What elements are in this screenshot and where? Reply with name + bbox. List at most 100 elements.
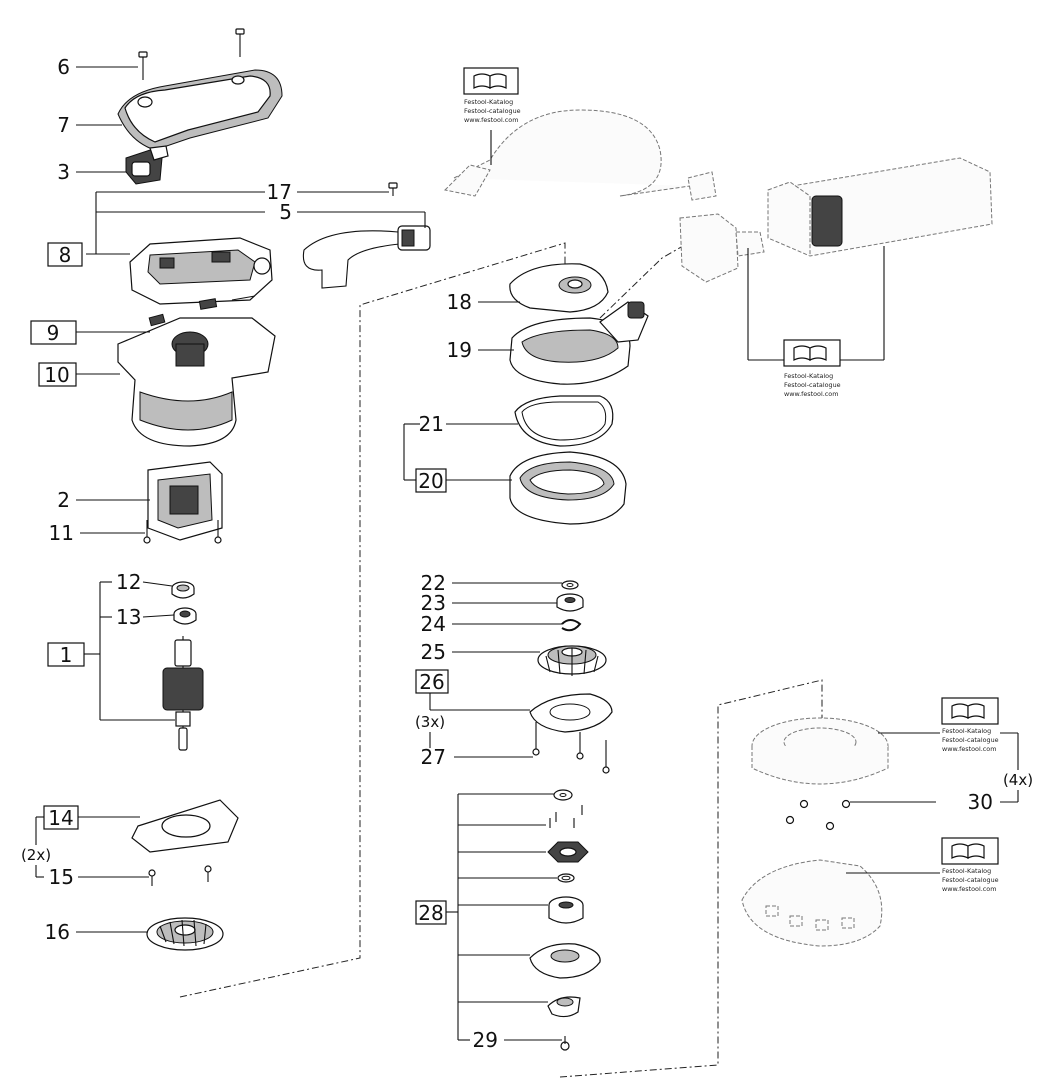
svg-text:Festool-catalogue: Festool-catalogue	[942, 876, 999, 884]
part-25-fan	[537, 645, 607, 676]
label-30: 30	[968, 790, 993, 814]
part-15-screws	[148, 865, 212, 886]
svg-text:www.festool.com: www.festool.com	[942, 745, 996, 753]
catalog-text-2: Festool-Katalog Festool-catalogue www.fe…	[784, 372, 841, 398]
part-24-circlip	[561, 619, 582, 632]
part-17-screw	[388, 182, 398, 196]
part-26-plate	[529, 693, 613, 733]
part-3-switch	[125, 145, 169, 185]
label-3: 3	[57, 160, 70, 184]
leader-lines	[35, 66, 1019, 1041]
svg-text:Festool-Katalog: Festool-Katalog	[942, 727, 991, 735]
qty-4x: (4x)	[1003, 771, 1033, 789]
label-25: 25	[421, 640, 446, 664]
part-6-screw-2	[235, 28, 245, 57]
label-14: 14	[48, 806, 73, 830]
part-16-fan	[146, 917, 224, 951]
part-18-cover-plate	[509, 263, 609, 313]
svg-text:www.festool.com: www.festool.com	[784, 390, 838, 398]
box-14	[43, 805, 79, 830]
label-21: 21	[419, 412, 444, 436]
qty-3x: (3x)	[415, 713, 445, 731]
box-20	[415, 468, 447, 493]
part-10-motor-housing	[117, 317, 276, 447]
label-24: 24	[421, 612, 446, 636]
part-30-screws	[785, 799, 851, 831]
box-1	[47, 642, 85, 667]
catalog-text-3: Festool-Katalog Festool-catalogue www.fe…	[942, 727, 999, 753]
qty-2x: (2x)	[21, 846, 51, 864]
part-5-cable-connector	[302, 225, 431, 289]
label-16: 16	[45, 920, 70, 944]
part-30-sanding-pad-ghost	[751, 717, 889, 785]
svg-text:www.festool.com: www.festool.com	[942, 885, 996, 893]
label-8: 8	[59, 243, 72, 267]
label-26: 26	[419, 670, 444, 694]
label-20: 20	[418, 469, 443, 493]
label-10: 10	[44, 363, 69, 387]
label-29: 29	[473, 1028, 498, 1052]
box-9	[30, 320, 77, 345]
svg-text:Festool-Katalog: Festool-Katalog	[942, 867, 991, 875]
svg-text:Festool-catalogue: Festool-catalogue	[942, 736, 999, 744]
catalog-book-icon	[463, 67, 519, 95]
part-19-base-housing	[509, 301, 649, 385]
part-6-screw	[138, 51, 148, 80]
assembly-dash-lines	[179, 241, 823, 1078]
svg-text:Festool-catalogue: Festool-catalogue	[464, 107, 521, 115]
part-13-bearing	[173, 607, 197, 625]
box-10	[38, 362, 77, 387]
part-8-housing-top	[129, 237, 273, 305]
label-1: 1	[60, 643, 73, 667]
pad-protector-ghost	[741, 859, 883, 947]
part-20-base-ring	[509, 451, 627, 525]
part-22-washer	[561, 580, 579, 590]
label-27: 27	[421, 745, 446, 769]
label-12: 12	[116, 570, 141, 594]
label-9: 9	[47, 321, 60, 345]
label-28: 28	[418, 901, 443, 925]
label-18: 18	[447, 290, 472, 314]
part-29-screw	[560, 1036, 570, 1051]
catalog-book-icon	[941, 697, 999, 725]
part-7-top-cover	[117, 69, 283, 151]
label-2: 2	[57, 488, 70, 512]
part-9-brush-holders	[148, 295, 256, 327]
part-21-seal-ring	[514, 395, 614, 447]
label-23: 23	[421, 591, 446, 615]
label-22: 22	[421, 571, 446, 595]
label-5: 5	[279, 200, 292, 224]
quantity-labels: (2x) (3x) (4x)	[21, 713, 1033, 864]
box-8	[47, 242, 83, 267]
power-cable-ghost	[443, 109, 717, 201]
catalog-text-1: Festool-Katalog Festool-catalogue www.fe…	[464, 98, 521, 124]
battery-pack-ghost	[767, 157, 993, 257]
svg-text:Festool-Katalog: Festool-Katalog	[784, 372, 833, 380]
label-7: 7	[57, 113, 70, 137]
part-23-bearing	[556, 593, 584, 612]
box-26	[415, 669, 449, 694]
catalog-book-icon	[783, 339, 841, 367]
label-11: 11	[49, 521, 74, 545]
svg-text:www.festool.com: www.festool.com	[464, 116, 518, 124]
part-27-screws	[532, 722, 610, 774]
part-number-labels: 6 7 3 17 5 8 9 10 2 11 12 13 1 14 15 16 …	[44, 55, 993, 1052]
label-19: 19	[447, 338, 472, 362]
part-28-components	[529, 789, 601, 1018]
part-1-armature	[162, 636, 204, 751]
part-12-bearing	[171, 581, 195, 599]
catalog-text-4: Festool-Katalog Festool-catalogue www.fe…	[942, 867, 999, 893]
label-15: 15	[49, 865, 74, 889]
part-14-plate	[131, 799, 239, 853]
part-2-stator	[147, 461, 223, 541]
part-11-screws	[143, 520, 222, 544]
label-17: 17	[267, 180, 292, 204]
svg-text:Festool-Katalog: Festool-Katalog	[464, 98, 513, 106]
adapter-housing	[679, 213, 765, 283]
svg-text:Festool-catalogue: Festool-catalogue	[784, 381, 841, 389]
box-28	[415, 900, 447, 925]
label-13: 13	[116, 605, 141, 629]
catalog-book-icon	[941, 837, 999, 865]
label-6: 6	[57, 55, 70, 79]
